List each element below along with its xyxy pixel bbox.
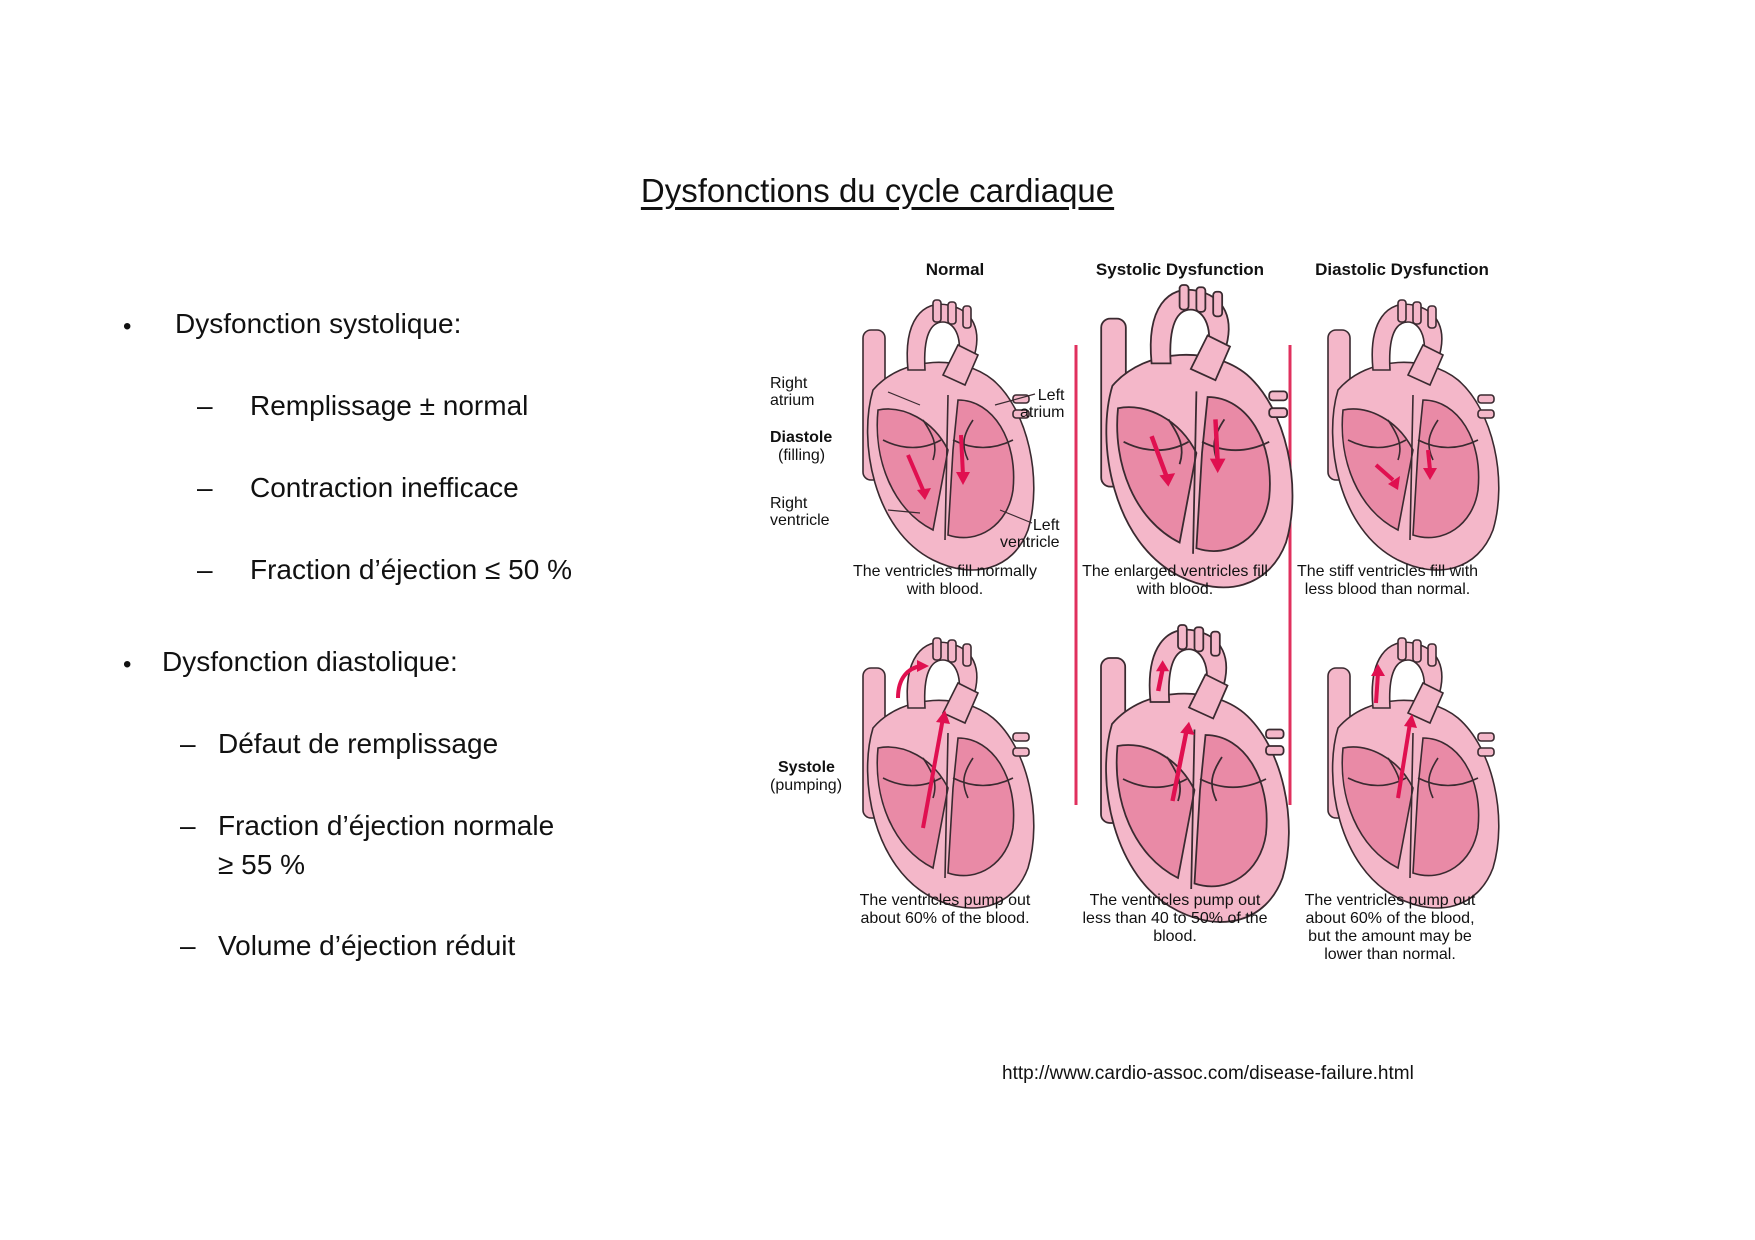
- systolic-item-1: Remplissage ± normal: [250, 390, 529, 421]
- dash-marker: –: [180, 810, 196, 841]
- diastolic-item-3: Volume d’éjection réduit: [218, 930, 516, 961]
- label-right-ventricle: Right ventricle: [770, 495, 830, 529]
- label-left-atrium: Left atrium: [1020, 387, 1065, 421]
- heart-diastolic-diastole: [1327, 299, 1500, 571]
- label-filling: (filling): [778, 447, 826, 464]
- label-right-atrium: Right atrium: [770, 375, 815, 409]
- label-systole: Systole: [778, 759, 835, 776]
- diastolic-item-2: Fraction d’éjection normale: [218, 810, 555, 841]
- column-title-diastolic: Diastolic Dysfunction: [1315, 260, 1489, 279]
- caption-diastolic-diastole: The stiff ventricles fill with less bloo…: [1296, 563, 1479, 598]
- caption-normal-systole: The ventricles pump out about 60% of the…: [859, 892, 1031, 927]
- systolic-item-2: Contraction inefficace: [250, 472, 519, 503]
- caption-systolic-systole: The ventricles pump out less than 40 to …: [1082, 892, 1268, 945]
- heart-systolic-systole: [1100, 624, 1290, 923]
- dash-marker: –: [197, 554, 213, 585]
- label-diastole: Diastole: [770, 429, 833, 446]
- slide-title: Dysfonctions du cycle cardiaque: [640, 172, 1115, 209]
- dash-marker: –: [180, 728, 196, 759]
- column-title-systolic: Systolic Dysfunction: [1095, 260, 1265, 279]
- dash-marker: –: [197, 472, 213, 503]
- diastolic-item-1: Défaut de remplissage: [218, 728, 499, 759]
- dash-marker: –: [197, 390, 213, 421]
- heart-systolic-diastole: [1100, 284, 1294, 589]
- bullet-dot: •: [123, 313, 132, 340]
- source-url: http://www.cardio-assoc.com/disease-fail…: [1002, 1063, 1414, 1084]
- caption-systolic-diastole: The enlarged ventricles fill with blood.: [1082, 563, 1268, 598]
- dash-marker: –: [180, 930, 196, 961]
- heart-diagram: .h-light { fill: #f4b7c9; stroke: #3a2a3…: [770, 255, 1560, 985]
- bullet-diastolic: Dysfonction diastolique:: [162, 646, 458, 677]
- heart-illustrations: .h-light { fill: #f4b7c9; stroke: #3a2a3…: [862, 284, 1500, 923]
- column-title-normal: Normal: [925, 260, 985, 279]
- caption-diastolic-systole: The ventricles pump out about 60% of the…: [1304, 892, 1476, 963]
- heart-normal-systole: [862, 637, 1035, 909]
- label-pumping: (pumping): [770, 777, 843, 794]
- heart-diastolic-systole: [1327, 637, 1500, 909]
- label-left-ventricle: Left ventricle: [1000, 517, 1060, 551]
- bullet-systolic: Dysfonction systolique:: [175, 308, 462, 339]
- heart-normal-diastole: [862, 299, 1035, 571]
- systolic-item-3: Fraction d’éjection ≤ 50 %: [250, 554, 572, 585]
- caption-normal-diastole: The ventricles fill normally with blood.: [852, 563, 1038, 598]
- bullet-dot: •: [123, 651, 132, 678]
- diastolic-item-2-cont: ≥ 55 %: [218, 849, 305, 880]
